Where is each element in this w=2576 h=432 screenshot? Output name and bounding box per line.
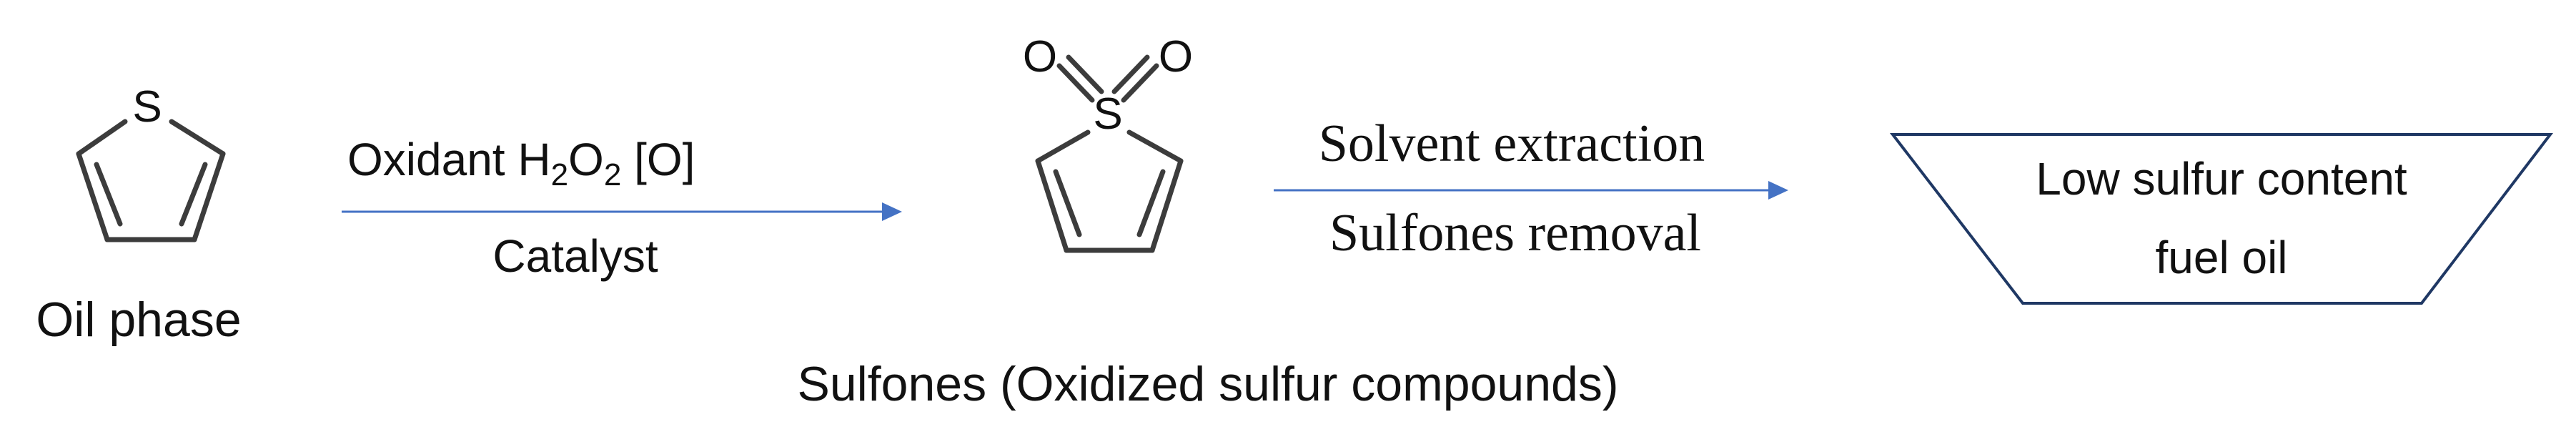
oxidation-arrow-head xyxy=(882,202,902,221)
thiophene-structure: S xyxy=(76,82,226,242)
double-bond-right xyxy=(179,162,208,227)
oil-phase-label: Oil phase xyxy=(36,293,241,347)
sulfone-structure: O O S xyxy=(1023,32,1193,253)
bond-s-o1-a xyxy=(1056,63,1095,103)
double-bond-left xyxy=(94,162,123,227)
sulfone-oxygen-left: O xyxy=(1023,32,1057,82)
catalyst-label: Catalyst xyxy=(492,230,658,282)
bond-s-o2-b xyxy=(1111,54,1150,94)
bond-s-c2 xyxy=(76,119,128,157)
sulfone-sulfur-atom: S xyxy=(1093,89,1122,139)
bond-c2-c3 xyxy=(76,151,110,242)
solvent-extraction-label: Solvent extraction xyxy=(1319,114,1705,173)
bond-s-o2-a xyxy=(1121,63,1159,103)
result-line2: fuel oil xyxy=(2156,232,2288,283)
double-bond-left xyxy=(1053,169,1082,237)
bond-c5-s xyxy=(169,119,226,157)
extraction-arrow-head xyxy=(1768,181,1788,200)
sulfones-removal-label: Sulfones removal xyxy=(1329,204,1701,262)
bond-c2-c3 xyxy=(1035,158,1069,253)
bond-c5-s xyxy=(1126,129,1184,164)
bond-s-o1-b xyxy=(1066,54,1104,94)
bond-s-c2 xyxy=(1035,129,1091,164)
double-bond-right xyxy=(1136,169,1166,237)
result-box: Low sulfur content fuel oil xyxy=(1889,133,2554,305)
sulfones-caption: Sulfones (Oxidized sulfur compounds) xyxy=(798,357,1619,411)
oxidant-label: Oxidant H2O2 [O] xyxy=(347,134,695,192)
thiophene-sulfur-atom: S xyxy=(132,82,162,132)
result-trapezoid xyxy=(1889,133,2554,305)
bond-c4-c5 xyxy=(192,151,226,242)
result-line1: Low sulfur content xyxy=(2036,153,2407,205)
extraction-step: Solvent extraction Sulfones removal xyxy=(1274,114,1788,262)
bond-c4-c5 xyxy=(1149,158,1184,253)
sulfone-oxygen-right: O xyxy=(1159,32,1193,82)
oxidation-step: Oxidant H2O2 [O] Catalyst xyxy=(342,134,902,282)
